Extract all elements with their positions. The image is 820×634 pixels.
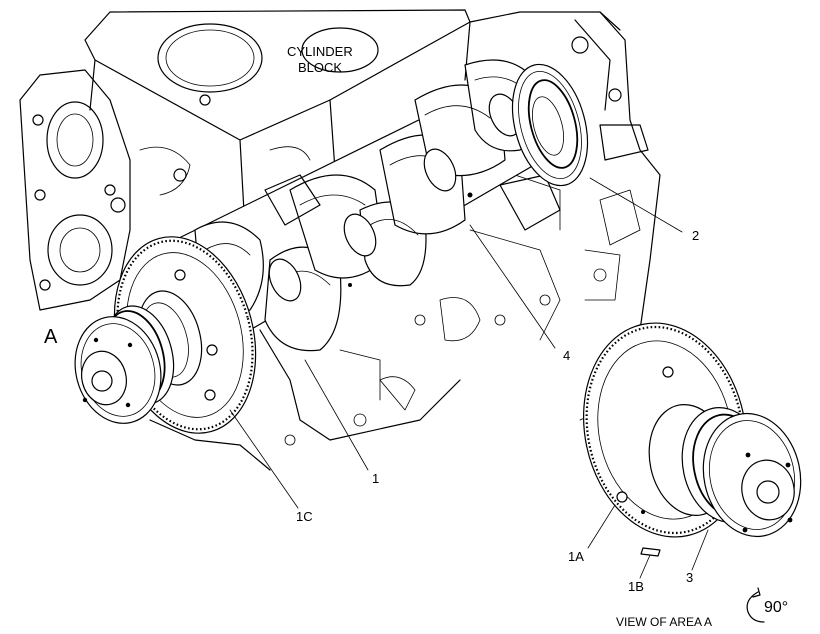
crankshaft-pulley	[74, 305, 175, 424]
leader-lines	[229, 177, 709, 579]
cylinder-block	[19, 9, 661, 471]
rotate-arrow-icon	[746, 587, 765, 623]
callout-item-1c: 1C	[296, 509, 313, 524]
view-marker-a: A	[44, 326, 58, 348]
callout-item-2: 2	[692, 228, 699, 243]
cylinder-block-label-line1: CYLINDER	[287, 44, 353, 59]
callout-item-4: 4	[563, 348, 570, 363]
callout-item-3: 3	[686, 570, 693, 585]
rear-flange	[511, 63, 589, 187]
cylinder-block-label-line2: BLOCK	[298, 60, 342, 75]
view-caption: VIEW OF AREA A	[616, 615, 712, 629]
callout-item-1a: 1A	[568, 549, 584, 564]
crankshaft	[174, 59, 561, 352]
inset-gear-assembly	[579, 322, 802, 557]
callout-item-1: 1	[372, 471, 379, 486]
rotation-label: 90°	[764, 599, 788, 616]
callout-item-1b: 1B	[628, 579, 644, 594]
